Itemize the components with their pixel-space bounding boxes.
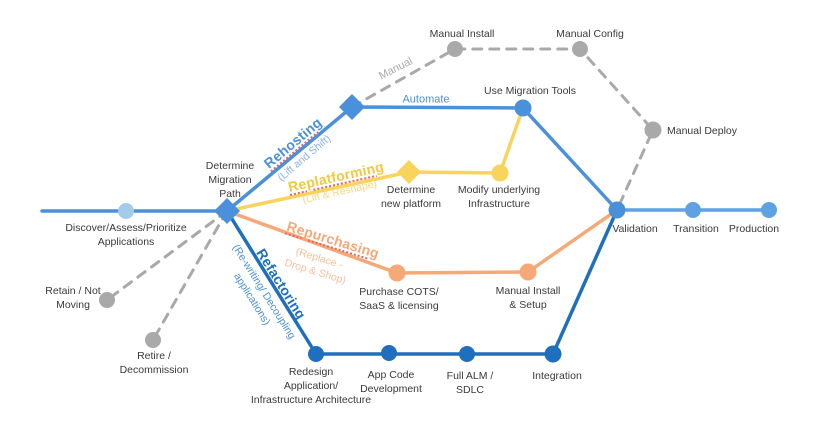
purchase-cots-node xyxy=(388,264,406,282)
repurchasing-edge xyxy=(225,208,619,275)
use-migration-tools-node xyxy=(514,99,532,117)
discover-node xyxy=(118,203,134,219)
manual-dashed-edge xyxy=(350,47,655,212)
manual-install-node xyxy=(447,41,463,57)
manual-install-setup-node xyxy=(519,263,537,281)
retain-dashed-edge xyxy=(105,209,229,302)
validation-node xyxy=(608,201,626,219)
determine-migration-path-node xyxy=(214,198,240,224)
determine-new-platform-node xyxy=(397,160,421,184)
rehosting-edge xyxy=(225,105,619,213)
retire-dashed-edge xyxy=(151,209,229,342)
modify-underlying-node xyxy=(491,164,509,182)
integration-node xyxy=(544,345,562,363)
manual-config-node xyxy=(572,41,588,57)
rehosting-automate-node xyxy=(339,94,365,120)
replatforming-edge xyxy=(225,106,525,213)
manual-deploy-node xyxy=(644,121,662,139)
production-node xyxy=(761,202,777,218)
redesign-node xyxy=(308,346,324,362)
refactoring-edge xyxy=(225,208,619,356)
transition-node xyxy=(685,202,701,218)
app-code-node xyxy=(381,345,397,361)
retain-node xyxy=(99,292,115,308)
full-alm-node xyxy=(459,346,475,362)
retire-node xyxy=(145,332,161,348)
